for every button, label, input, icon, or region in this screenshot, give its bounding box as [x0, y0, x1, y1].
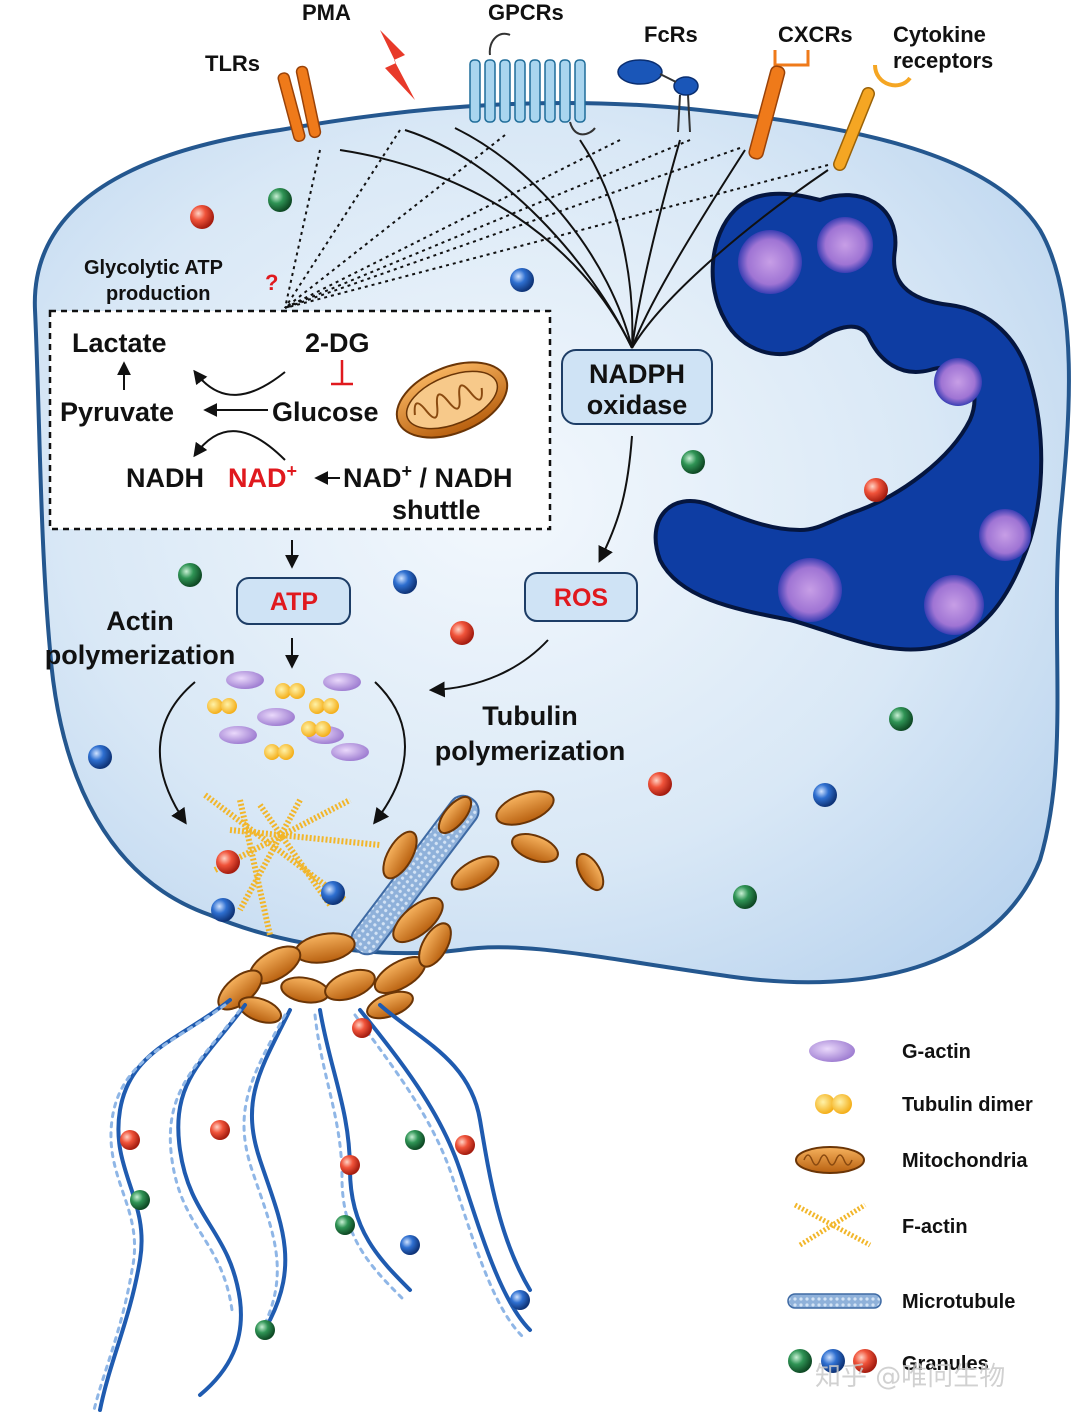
mitochondrion-icon	[395, 361, 509, 439]
production-label: production	[106, 283, 210, 305]
svg-text:G-actin: G-actin	[902, 1041, 971, 1063]
pyruvate-label: Pyruvate	[60, 397, 174, 427]
cytoplasmic-granules	[88, 188, 913, 922]
tlr-receptor	[277, 65, 322, 142]
cxcr-receptor	[748, 50, 810, 160]
pma-lightning-icon	[380, 30, 415, 100]
upper-curve-arrow	[193, 369, 286, 396]
atp-label: ATP	[270, 588, 318, 616]
nad-plus-label: NAD+	[228, 461, 297, 493]
ros-to-monomers-arrow	[428, 639, 549, 698]
gpcrs-label: GPCRs	[488, 0, 564, 25]
svg-text:Microtubule: Microtubule	[902, 1291, 1015, 1313]
actin-poly-arrow	[159, 681, 196, 825]
atp-box	[236, 577, 351, 625]
svg-text:F-actin: F-actin	[902, 1216, 968, 1238]
signaling-lines-dotted	[284, 129, 829, 309]
glycolytic-atp-label: Glycolytic ATP	[84, 257, 223, 279]
cytokine-receptor	[833, 64, 912, 171]
tubulin-poly-arrow	[373, 681, 406, 825]
actin-polymerization-label: polymerization	[45, 640, 236, 670]
ros-label: ROS	[554, 584, 608, 612]
fcr-receptor	[617, 59, 699, 133]
ros-box	[524, 572, 638, 622]
question-mark: ?	[265, 270, 278, 295]
oxidase-label: oxidase	[587, 390, 688, 420]
cxcrs-label: CXCRs	[778, 22, 853, 47]
legend-item-granules: Granules	[788, 1349, 989, 1375]
shuttle-line1: NAD+ / NADH	[343, 461, 513, 493]
two-dg-label: 2-DG	[305, 328, 370, 358]
lactate-label: Lactate	[72, 328, 167, 358]
legend-item-g-actin: G-actin	[809, 1040, 971, 1063]
tubulin-polymerization-label: polymerization	[435, 736, 626, 766]
legend-item-microtubule: Microtubule	[787, 1291, 1015, 1313]
shuttle-line2: shuttle	[392, 495, 481, 525]
nadph-to-ros-arrow	[598, 435, 633, 563]
nadph-label: NADPH	[589, 359, 685, 389]
glucose-label: Glucose	[272, 397, 379, 427]
svg-text:Granules: Granules	[902, 1353, 989, 1375]
fcrs-label: FcRs	[644, 22, 698, 47]
tlrs-label: TLRs	[205, 51, 260, 76]
cytokine-label-line1: Cytokine	[893, 22, 986, 47]
lower-curve-arrow	[193, 430, 286, 461]
tubulin-label: Tubulin	[482, 701, 577, 731]
cytokine-label-line2: receptors	[893, 48, 993, 73]
watermark-text: 知乎 @唯问生物	[815, 1362, 1005, 1392]
monomer-cluster	[207, 671, 369, 761]
nadph-oxidase-box	[561, 349, 713, 425]
inhibition-symbol	[331, 360, 353, 386]
legend-item-tubulin-dimer: Tubulin dimer	[815, 1094, 1033, 1116]
actin-label: Actin	[106, 606, 174, 636]
pma-label: PMA	[302, 0, 351, 25]
nadh-label: NADH	[126, 463, 204, 493]
legend-item-f-actin: F-actin	[793, 1202, 968, 1248]
signaling-lines-solid	[339, 127, 829, 349]
svg-text:Tubulin dimer: Tubulin dimer	[902, 1094, 1033, 1116]
nucleus	[653, 191, 1044, 652]
legend: G-actin Tubulin dimer Mitochondria F-act…	[787, 1040, 1033, 1375]
gpcr-receptor	[469, 32, 596, 136]
legend-item-mitochondria: Mitochondria	[795, 1146, 1028, 1174]
svg-text:Mitochondria: Mitochondria	[902, 1150, 1028, 1172]
dna-strands	[92, 998, 532, 1412]
